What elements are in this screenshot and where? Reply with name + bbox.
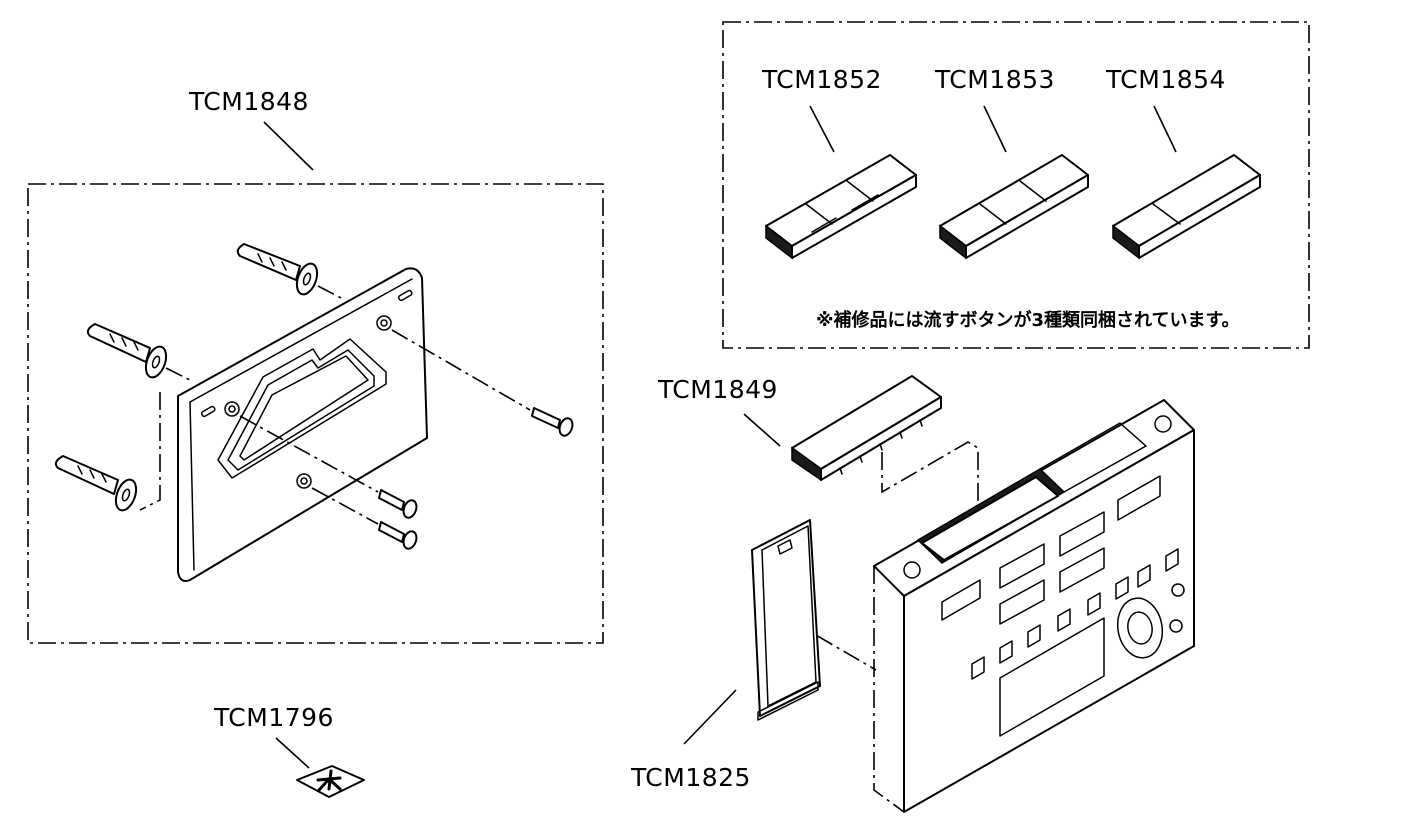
label-tcm1854: TCM1854 — [1105, 65, 1226, 94]
battery-cover-tcm1825 — [751, 519, 821, 721]
label-tcm1852: TCM1852 — [761, 65, 882, 94]
label-tcm1848: TCM1848 — [188, 87, 309, 116]
button-strip-tcm1849 — [791, 375, 942, 482]
spare-buttons-group: TCM1852 TCM1853 TCM1854 ※補修品には流す — [722, 21, 1310, 349]
wall-anchor-1 — [236, 243, 319, 296]
button-set-tcm1852 — [765, 154, 917, 260]
label-tcm1796: TCM1796 — [213, 703, 334, 732]
sticker-symbol-icon — [316, 769, 342, 792]
button-set-tcm1854 — [1112, 154, 1261, 260]
mounting-plate — [177, 267, 428, 582]
tcm1825-group: TCM1825 — [630, 519, 821, 792]
wall-anchor-3 — [54, 455, 138, 512]
tcm1796-leader — [275, 737, 310, 769]
tcm1848-kit-boundary — [27, 183, 604, 644]
screw-1 — [531, 407, 574, 437]
spare-buttons-note: ※補修品には流すボタンが3種類同梱されています。 — [816, 309, 1240, 331]
tcm1849-group: TCM1849 — [657, 375, 979, 532]
spare-buttons-boundary — [722, 21, 1310, 349]
tcm1848-group: TCM1848 — [27, 87, 604, 644]
tcm1825-leader — [683, 689, 737, 745]
wall-anchor-2 — [86, 323, 168, 379]
tcm1849-leader — [743, 413, 781, 447]
tcm1848-leader — [263, 121, 314, 171]
label-tcm1825: TCM1825 — [630, 763, 751, 792]
label-tcm1849: TCM1849 — [657, 375, 778, 404]
remote-controller — [789, 399, 1195, 813]
button-set-tcm1853 — [939, 154, 1089, 260]
label-tcm1853: TCM1853 — [934, 65, 1055, 94]
screw-2 — [378, 489, 418, 519]
screw-3 — [378, 521, 418, 550]
tcm1796-group: TCM1796 — [213, 703, 365, 798]
